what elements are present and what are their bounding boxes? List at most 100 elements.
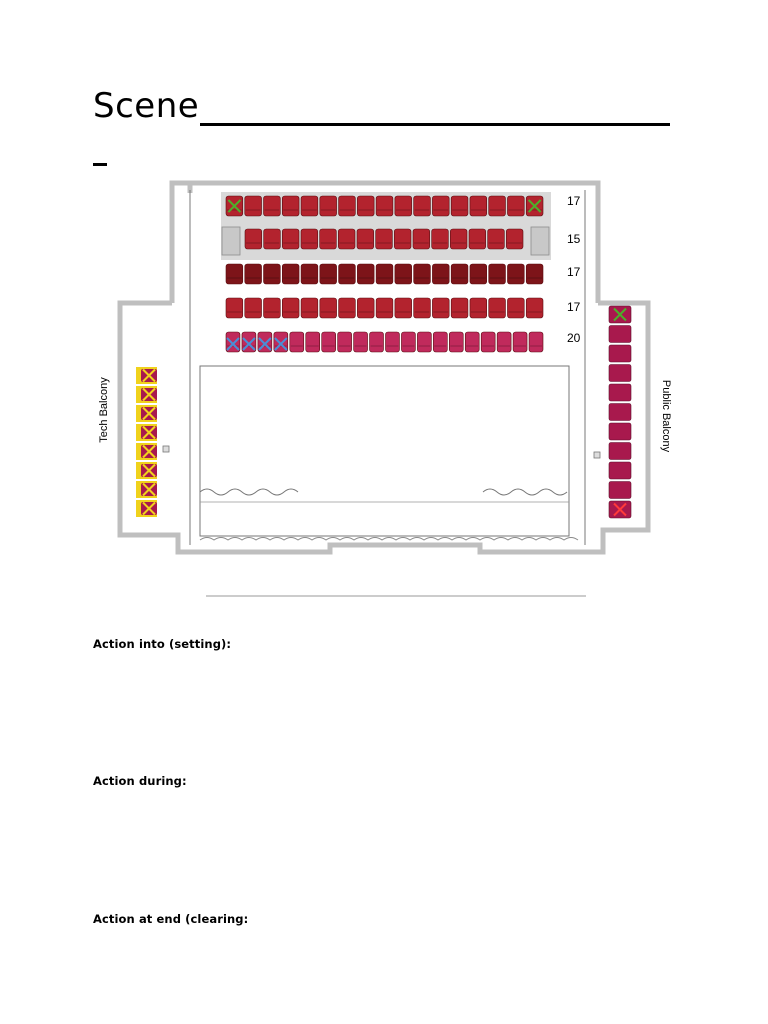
seat	[394, 228, 412, 250]
seat	[413, 263, 431, 285]
seat	[487, 228, 505, 250]
seat	[394, 195, 412, 217]
seat	[281, 263, 300, 285]
wall-top	[169, 180, 601, 303]
seat	[432, 263, 450, 285]
seat	[319, 228, 337, 250]
seat	[338, 297, 356, 319]
seat	[488, 297, 506, 319]
seat	[431, 228, 449, 250]
seat-row	[225, 263, 544, 285]
row-count-labels: 17 15 17 17 20	[567, 194, 581, 345]
seat	[450, 228, 468, 250]
seat	[432, 297, 450, 319]
riser-step-right	[530, 226, 550, 256]
seat	[225, 263, 244, 285]
public-balcony	[608, 305, 632, 519]
seat	[394, 263, 412, 285]
scene-title: Scene	[93, 86, 200, 126]
seat-mark-yellow	[142, 501, 156, 516]
seat	[450, 297, 469, 319]
seat	[300, 195, 319, 217]
seat-mark-yellow	[142, 368, 156, 383]
seat	[525, 263, 544, 285]
public-seat	[608, 403, 632, 421]
wall-outline	[117, 300, 651, 555]
seat-mark-blue	[274, 337, 288, 351]
seat	[469, 195, 488, 217]
seat	[512, 331, 528, 353]
seat	[263, 263, 281, 285]
riser-step-left	[221, 226, 241, 256]
seat	[338, 263, 356, 285]
seat	[244, 228, 262, 250]
seat-mark-blue	[226, 337, 240, 351]
stage-edge	[199, 537, 579, 541]
seat	[469, 297, 488, 319]
row-count: 17	[567, 194, 581, 208]
seat	[319, 297, 337, 319]
seat	[244, 297, 262, 319]
seat	[401, 331, 416, 353]
seat	[507, 297, 525, 319]
seat	[506, 228, 524, 250]
seat	[282, 228, 300, 250]
seat	[357, 263, 375, 285]
seating-rows	[225, 195, 544, 353]
seat	[375, 228, 393, 250]
stage-outline	[199, 365, 570, 537]
public-seat	[608, 461, 632, 480]
public-balcony-label: Public Balcony	[660, 380, 672, 453]
seat	[417, 331, 432, 353]
row-count: 17	[567, 265, 581, 279]
seat	[300, 228, 318, 250]
seat	[432, 195, 450, 217]
seat-mark-green	[613, 307, 627, 322]
seat-row	[225, 195, 544, 217]
seat-mark-green	[527, 199, 542, 213]
seat	[357, 195, 375, 217]
action-into-label: Action into (setting):	[93, 637, 232, 651]
seat-mark-yellow	[142, 463, 156, 478]
seat	[469, 263, 488, 285]
venue-walls	[117, 180, 651, 555]
seat	[263, 195, 281, 217]
seat-row	[225, 331, 544, 353]
seat	[225, 297, 244, 319]
public-seat	[608, 364, 632, 382]
seat	[480, 331, 496, 353]
seat	[300, 297, 319, 319]
row-count: 15	[567, 232, 581, 246]
seat	[338, 195, 356, 217]
seat	[450, 195, 469, 217]
seat	[263, 228, 281, 250]
seat-mark-yellow	[142, 406, 156, 421]
seat	[433, 331, 448, 353]
seat-mark-blue	[242, 337, 256, 351]
seat	[357, 297, 375, 319]
scene-title-underline-continuation	[93, 163, 107, 166]
row-count: 17	[567, 300, 581, 314]
seat	[412, 228, 430, 250]
seat	[394, 297, 412, 319]
seat	[319, 195, 337, 217]
public-seat	[608, 481, 632, 499]
seat	[353, 331, 368, 353]
seat	[244, 195, 262, 217]
public-seat	[608, 383, 632, 402]
public-seat	[608, 422, 632, 441]
seat	[337, 331, 352, 353]
seat-mark-green	[227, 199, 242, 213]
seat	[281, 195, 300, 217]
public-seat	[608, 325, 632, 343]
tech-balcony-label: Tech Balcony	[98, 377, 110, 443]
seat	[289, 331, 305, 353]
seat	[321, 331, 336, 353]
seat	[488, 195, 506, 217]
seat-mark-blue	[258, 337, 272, 351]
seat	[525, 297, 544, 319]
row-count: 20	[567, 331, 581, 345]
public-seat	[608, 442, 632, 460]
seat	[369, 331, 384, 353]
seat	[528, 331, 544, 353]
